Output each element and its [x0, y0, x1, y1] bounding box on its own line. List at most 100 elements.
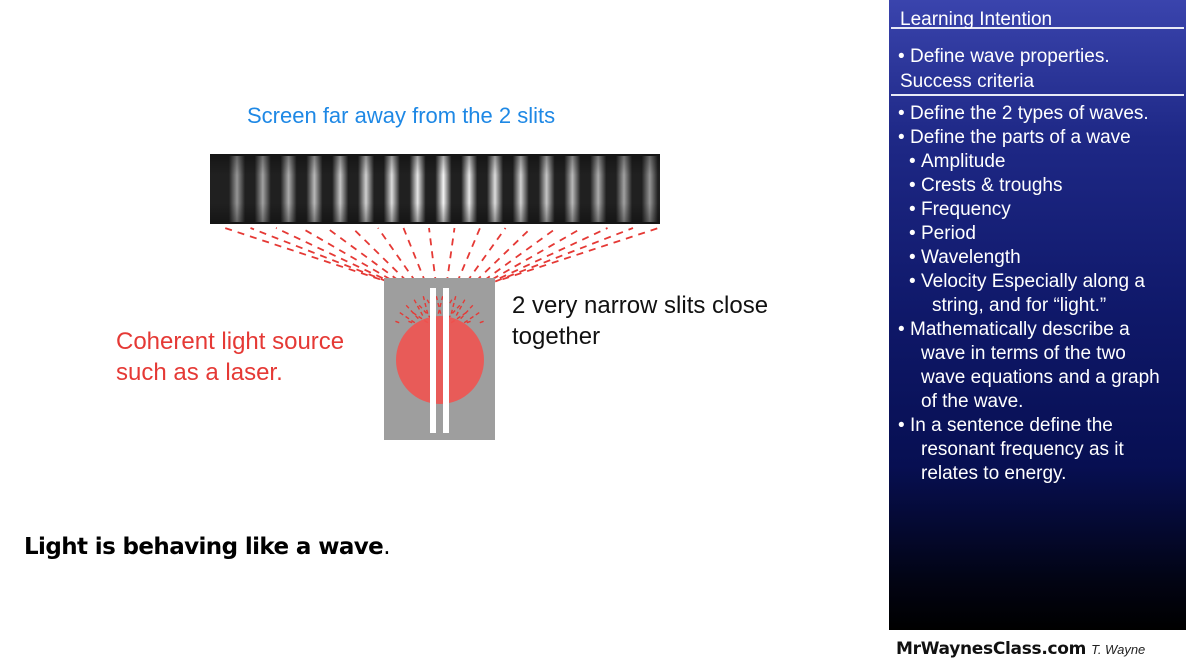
wavefront-mark — [420, 311, 424, 316]
criteria-text: Frequency — [921, 199, 1011, 220]
criteria-text: Crests & troughs — [921, 175, 1063, 196]
wavefront-mark — [408, 320, 413, 324]
criteria-line: resonant frequency as it — [898, 438, 1186, 462]
wavefront-mark — [405, 304, 410, 309]
criteria-line: string, and for “light.” — [898, 294, 1186, 318]
ray-9 — [428, 227, 439, 298]
ray-3 — [275, 227, 395, 285]
criteria-line: •Period — [898, 222, 1186, 246]
ray-18 — [502, 227, 659, 281]
light-source-label: Coherent light source such as a laser. — [116, 326, 386, 388]
light-source-label-line1: Coherent light source — [116, 328, 345, 355]
criteria-line: wave equations and a graph — [898, 366, 1186, 390]
conclusion-statement: Light is behaving like a wave. — [24, 534, 390, 560]
wavefront-mark — [426, 309, 429, 314]
bullet-icon: • — [898, 415, 905, 436]
wavefront-mark — [469, 315, 474, 320]
wavefront-mark — [437, 302, 440, 308]
wavefront-arcs — [395, 295, 484, 324]
wavefront-mark — [411, 319, 416, 324]
wavefront-mark — [479, 320, 484, 324]
light-source-label-line2: such as a laser. — [116, 359, 283, 386]
bullet-icon: • — [909, 175, 916, 196]
wavefront-mark — [456, 315, 461, 320]
wavefront-mark — [435, 296, 438, 301]
objectives-panel: Learning Intention •Define wave properti… — [889, 0, 1186, 630]
wavefront-mark — [422, 296, 425, 301]
criteria-text: Period — [921, 223, 976, 244]
wavefront-mark — [424, 302, 427, 308]
wavefront-mark — [413, 299, 417, 304]
success-criteria-heading: Success criteria — [891, 69, 1184, 96]
wavefront-mark — [450, 309, 453, 314]
slit-left — [430, 288, 436, 433]
wavefront-mark — [439, 309, 442, 314]
ray-17 — [494, 227, 634, 283]
screen-label: Screen far away from the 2 slits — [247, 103, 556, 128]
criteria-text: Define the 2 types of waves. — [910, 103, 1149, 124]
criteria-line: •Wavelength — [898, 246, 1186, 270]
criteria-line: of the wave. — [898, 390, 1186, 414]
criteria-text: resonant frequency as it — [921, 439, 1124, 460]
wavefront-mark — [449, 299, 453, 304]
criteria-line: relates to energy. — [898, 462, 1186, 486]
wavefront-mark — [475, 312, 480, 316]
footer-author: T. Wayne — [1091, 642, 1146, 657]
criteria-line: •Velocity Especially along a — [898, 270, 1186, 294]
wavefront-mark — [464, 310, 469, 314]
criteria-text: Velocity Especially along a — [921, 271, 1145, 292]
criteria-text: In a sentence define the — [910, 415, 1113, 436]
criteria-line: •Amplitude — [898, 150, 1186, 174]
wavefront-mark — [437, 309, 440, 314]
ray-15 — [480, 227, 583, 287]
criteria-line: •Crests & troughs — [898, 174, 1186, 198]
ray-10 — [443, 227, 456, 298]
success-criteria-list: •Define the 2 types of waves.•Define the… — [889, 96, 1186, 486]
learning-intention-list: •Define wave properties. — [889, 29, 1186, 69]
wavefront-mark — [454, 296, 457, 301]
slits-label-line1: 2 very narrow slits close — [512, 292, 769, 319]
criteria-text: Define the parts of a wave — [910, 127, 1131, 148]
wavefront-mark — [415, 315, 419, 320]
wavefront-mark — [469, 304, 474, 309]
laser-spot — [396, 316, 484, 404]
ray-4 — [301, 227, 403, 287]
criteria-line: •In a sentence define the — [898, 414, 1186, 438]
conclusion-text: Light is behaving like a wave — [24, 534, 384, 560]
criteria-line: •Define the 2 types of waves. — [898, 102, 1186, 126]
slits-label-line2: together — [512, 323, 601, 350]
learning-intention-item: •Define wave properties. — [898, 45, 1186, 69]
wavefront-mark — [418, 304, 423, 309]
wavefront-mark — [395, 320, 400, 324]
bullet-icon: • — [909, 151, 916, 172]
ray-2 — [250, 227, 388, 283]
wavefront-mark — [462, 299, 466, 304]
criteria-line: wave in terms of the two — [898, 342, 1186, 366]
wavefront-mark — [458, 305, 463, 310]
criteria-text: Define wave properties. — [910, 46, 1110, 67]
bullet-icon: • — [909, 271, 916, 292]
criteria-text: wave in terms of the two — [921, 343, 1126, 364]
wavefront-mark — [466, 320, 471, 324]
bullet-icon: • — [898, 127, 905, 148]
criteria-text: Mathematically describe a — [910, 319, 1130, 340]
ray-1 — [224, 227, 381, 281]
bullet-icon: • — [898, 319, 905, 340]
wavefront-mark — [463, 319, 468, 324]
bullet-icon: • — [898, 103, 905, 124]
bullet-icon: • — [898, 46, 905, 67]
criteria-text: string, and for “light.” — [932, 295, 1107, 316]
learning-intention-heading: Learning Intention — [891, 0, 1184, 30]
criteria-text: of the wave. — [921, 391, 1024, 412]
wavefront-mark — [399, 312, 404, 316]
wavefront-mark — [418, 315, 423, 320]
footer-site: MrWaynesClass.com — [896, 639, 1087, 659]
bullet-icon: • — [909, 247, 916, 268]
wavefront-mark — [405, 315, 410, 320]
wavefront-mark — [439, 302, 442, 308]
wavefront-mark — [451, 310, 456, 314]
slits-label: 2 very narrow slits close together — [512, 290, 812, 352]
wavefront-mark — [416, 305, 421, 310]
screen-shading — [210, 154, 660, 224]
criteria-line: •Frequency — [898, 198, 1186, 222]
